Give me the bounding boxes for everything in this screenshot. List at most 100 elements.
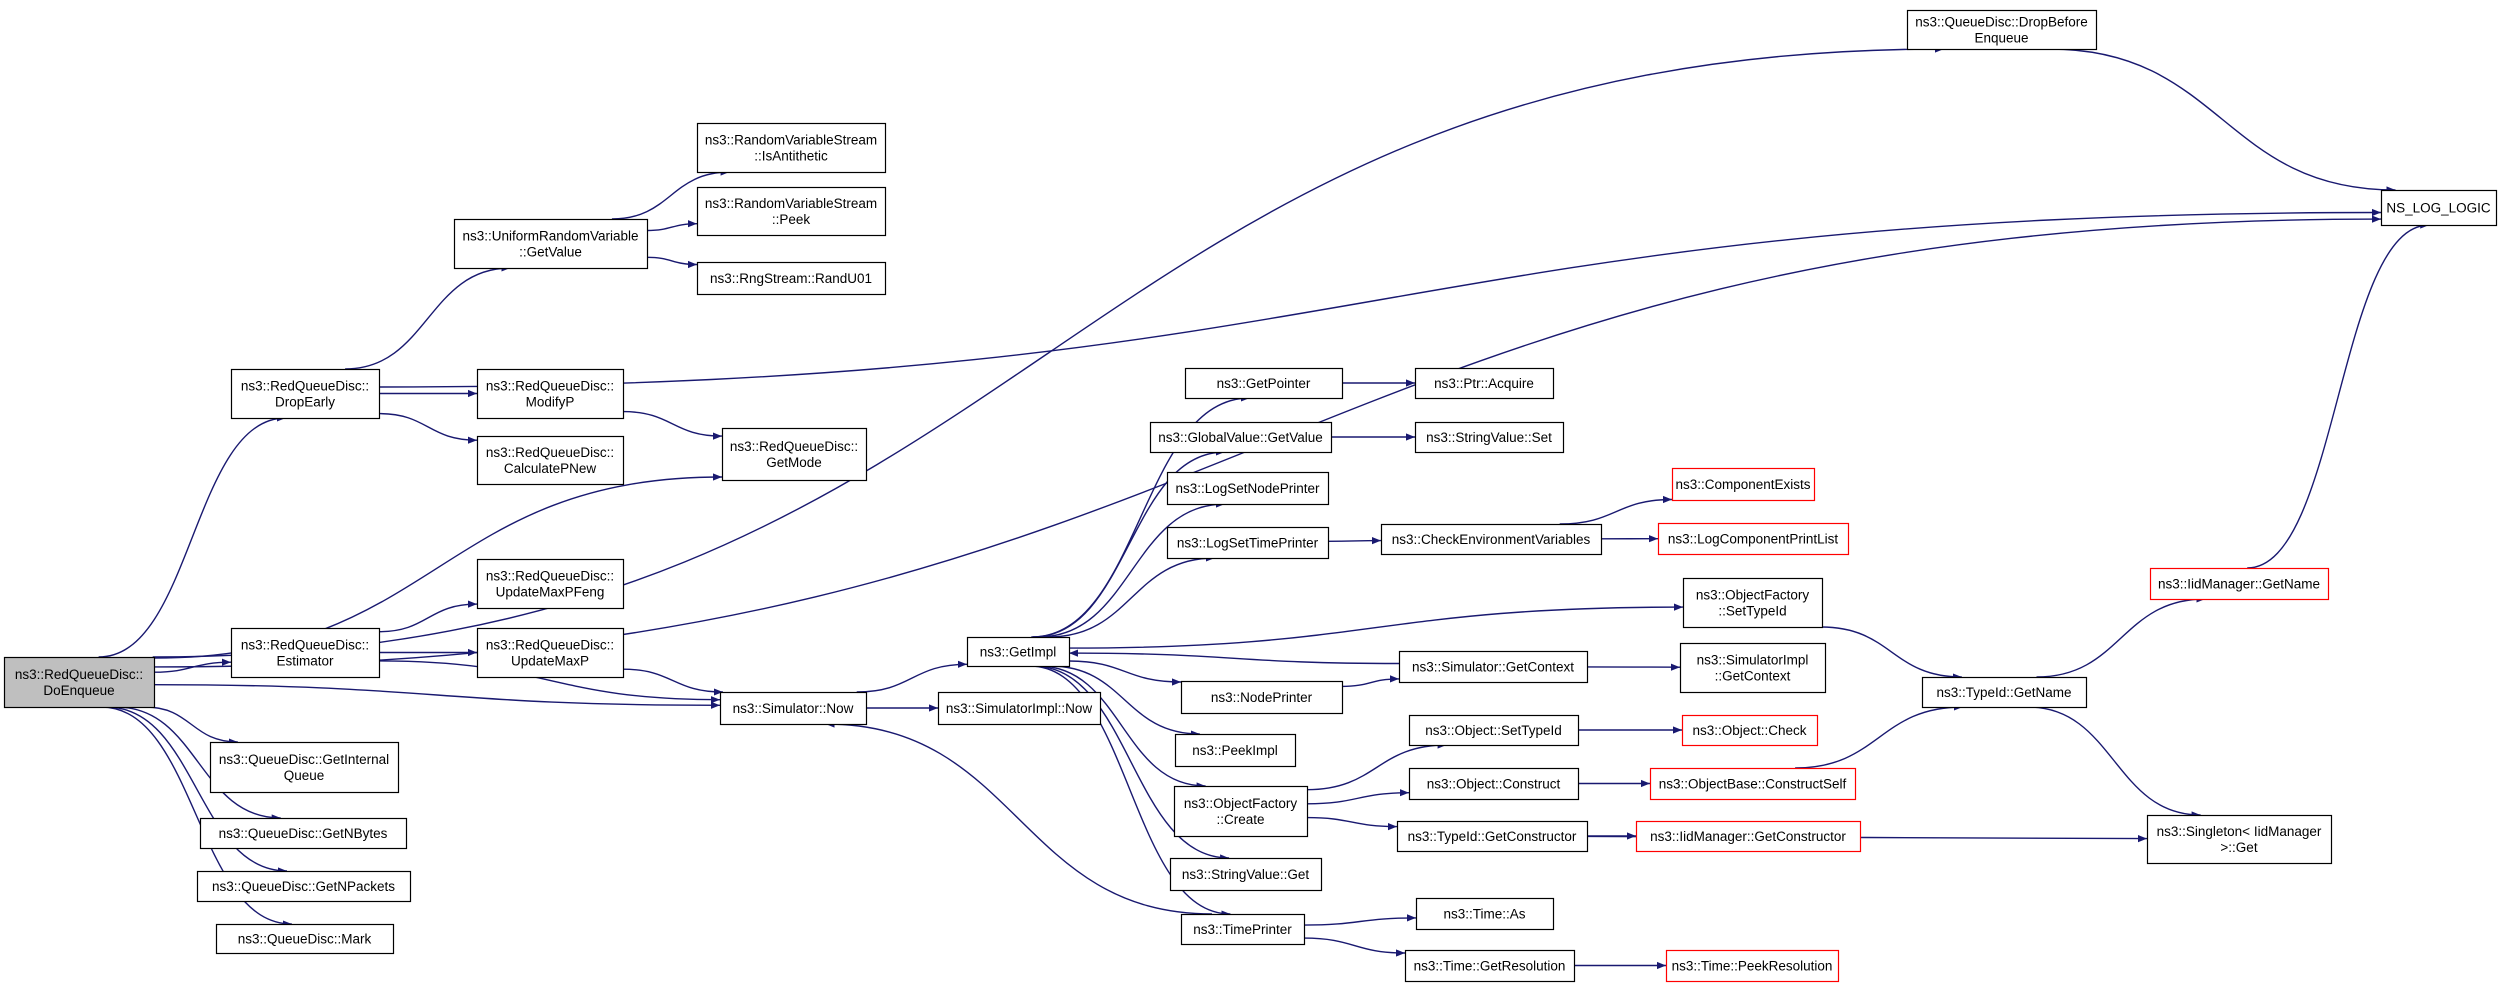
node-label-typeidgetname-0: ns3::TypeId::GetName (1936, 685, 2071, 700)
node-label-simimplnow-0: ns3::SimulatorImpl::Now (946, 701, 1093, 716)
node-lognodeprinter[interactable]: ns3::LogSetNodePrinter (1166, 471, 1330, 506)
node-typeidgetctor[interactable]: ns3::TypeId::GetConstructor (1396, 820, 1589, 853)
node-uniform[interactable]: ns3::UniformRandomVariable::GetValue (453, 218, 649, 270)
node-label-iidgetname-0: ns3::IidManager::GetName (2158, 577, 2320, 592)
node-box-objcheck (1681, 714, 1819, 747)
node-label-checkenv-0: ns3::CheckEnvironmentVariables (1392, 532, 1591, 547)
node-getmode[interactable]: ns3::RedQueueDisc::GetMode (721, 427, 868, 482)
node-typeidgetname[interactable]: ns3::TypeId::GetName (1921, 676, 2088, 709)
node-iidgetname[interactable]: ns3::IidManager::GetName (2149, 567, 2330, 601)
node-box-peekres (1665, 949, 1840, 983)
node-timegetres[interactable]: ns3::Time::GetResolution (1404, 949, 1576, 983)
node-timeas[interactable]: ns3::Time::As (1415, 897, 1555, 931)
node-label-iidgetctor-0: ns3::IidManager::GetConstructor (1650, 829, 1846, 844)
node-updatepfeng[interactable]: ns3::RedQueueDisc::UpdateMaxPFeng (476, 558, 625, 610)
node-box-typeidgetname (1921, 676, 2088, 709)
node-simnow[interactable]: ns3::Simulator::Now (719, 691, 868, 726)
node-simimplctx[interactable]: ns3::SimulatorImpl::GetContext (1679, 642, 1827, 694)
node-doenqueue[interactable]: ns3::RedQueueDisc::DoEnqueue (3, 656, 156, 709)
node-iidgetctor[interactable]: ns3::IidManager::GetConstructor (1635, 820, 1862, 853)
node-timeprinter[interactable]: ns3::TimePrinter (1180, 913, 1306, 946)
node-svget[interactable]: ns3::StringValue::Get (1169, 857, 1323, 892)
node-objcheck[interactable]: ns3::Object::Check (1681, 714, 1819, 747)
node-label-dropearly-1: DropEarly (275, 395, 335, 410)
edge-uniform-to-randu01 (646, 256, 698, 269)
node-peekres[interactable]: ns3::Time::PeekResolution (1665, 949, 1840, 983)
node-box-getnbytes (199, 817, 408, 850)
node-box-nslog (2380, 189, 2498, 227)
node-objsettypeid[interactable]: ns3::Object::SetTypeId (1408, 714, 1580, 747)
edge-modifyp-to-getmode (622, 410, 723, 440)
node-label-ofcreate-1: ::Create (1216, 812, 1264, 827)
node-box-dropbefore (1906, 9, 2098, 51)
node-constructself[interactable]: ns3::ObjectBase::ConstructSelf (1649, 767, 1857, 801)
node-objconstruct[interactable]: ns3::Object::Construct (1408, 767, 1580, 801)
node-box-simimplctx (1679, 642, 1827, 694)
node-label-singleton-1: >::Get (2220, 840, 2257, 855)
edge-ofcreate-to-objsettypeid (1306, 741, 1447, 791)
node-box-svset (1414, 421, 1565, 454)
node-calcpnew[interactable]: ns3::RedQueueDisc::CalculatePNew (476, 435, 625, 486)
node-getnpackets[interactable]: ns3::QueueDisc::GetNPackets (196, 870, 412, 903)
node-label-updatemaxp-0: ns3::RedQueueDisc:: (486, 638, 614, 653)
node-getnbytes[interactable]: ns3::QueueDisc::GetNBytes (199, 817, 408, 850)
edge-getimpl-to-ofsettypeid (1068, 603, 1684, 649)
node-simgetcontext[interactable]: ns3::Simulator::GetContext (1398, 650, 1589, 684)
node-compexists[interactable]: ns3::ComponentExists (1671, 467, 1816, 502)
node-singleton[interactable]: ns3::Singleton< IidManager >::Get (2146, 814, 2333, 865)
node-modifyp[interactable]: ns3::RedQueueDisc::ModifyP (476, 368, 625, 420)
node-label-ofsettypeid-0: ns3::ObjectFactory (1696, 588, 1810, 603)
node-dropearly[interactable]: ns3::RedQueueDisc::DropEarly (230, 368, 381, 420)
edge-doenqueue-to-simnow (153, 684, 721, 709)
node-label-isantithetic-0: ns3::RandomVariableStream (705, 133, 877, 148)
node-peek[interactable]: ns3::RandomVariableStream::Peek (696, 186, 887, 237)
node-gvgetvalue[interactable]: ns3::GlobalValue::GetValue (1149, 421, 1333, 454)
edge-uniform-to-isantithetic (611, 168, 730, 220)
node-label-getinternalq-0: ns3::QueueDisc::GetInternal (219, 752, 389, 767)
edge-simnow-to-getimpl (856, 660, 968, 693)
node-ofsettypeid[interactable]: ns3::ObjectFactory::SetTypeId (1682, 577, 1824, 629)
node-label-objsettypeid-0: ns3::Object::SetTypeId (1425, 723, 1562, 738)
node-nodeprinter[interactable]: ns3::NodePrinter (1180, 680, 1344, 715)
node-simimplnow[interactable]: ns3::SimulatorImpl::Now (937, 691, 1102, 726)
edge-doenqueue-to-dropearly (98, 414, 286, 658)
node-box-randu01 (696, 261, 887, 296)
node-label-dropbefore-1: Enqueue (1974, 31, 2028, 46)
node-getimpl[interactable]: ns3::GetImpl (966, 636, 1071, 668)
edge-timeprinter-to-simnow (825, 720, 1213, 915)
node-logcompprint[interactable]: ns3::LogComponentPrintList (1657, 522, 1850, 556)
node-box-modifyp (476, 368, 625, 420)
node-checkenv[interactable]: ns3::CheckEnvironmentVariables (1380, 523, 1603, 556)
node-box-timeas (1415, 897, 1555, 931)
edge-typeidgetname-to-iidgetname (2036, 595, 2206, 678)
node-label-simimplctx-0: ns3::SimulatorImpl (1697, 653, 1809, 668)
node-label-modifyp-0: ns3::RedQueueDisc:: (486, 379, 614, 394)
node-label-peekres-0: ns3::Time::PeekResolution (1672, 959, 1833, 974)
node-label-timegetres-0: ns3::Time::GetResolution (1414, 959, 1566, 974)
node-peekimpl[interactable]: ns3::PeekImpl (1174, 733, 1297, 768)
node-box-peekimpl (1174, 733, 1297, 768)
node-label-compexists-0: ns3::ComponentExists (1675, 477, 1810, 492)
node-updatemaxp[interactable]: ns3::RedQueueDisc::UpdateMaxP (476, 627, 625, 679)
node-label-getinternalq-1: Queue (284, 768, 325, 783)
node-nslog[interactable]: NS_LOG_LOGIC (2380, 189, 2498, 227)
node-estimator[interactable]: ns3::RedQueueDisc::Estimator (230, 627, 381, 679)
node-label-svget-0: ns3::StringValue::Get (1182, 867, 1310, 882)
edge-getimpl-to-lognodeprinter (1038, 500, 1226, 638)
node-box-isantithetic (696, 122, 887, 174)
node-getpointer[interactable]: ns3::GetPointer (1184, 367, 1344, 400)
node-label-getpointer-0: ns3::GetPointer (1217, 376, 1311, 391)
node-label-doenqueue-0: ns3::RedQueueDisc:: (15, 667, 143, 682)
node-logtimeprinter[interactable]: ns3::LogSetTimePrinter (1166, 526, 1330, 560)
node-svset[interactable]: ns3::StringValue::Set (1414, 421, 1565, 454)
node-label-simimplctx-1: ::GetContext (1715, 669, 1791, 684)
node-randu01[interactable]: ns3::RngStream::RandU01 (696, 261, 887, 296)
node-acquire[interactable]: ns3::Ptr::Acquire (1414, 367, 1555, 400)
node-ofcreate[interactable]: ns3::ObjectFactory::Create (1173, 785, 1309, 838)
node-box-updatepfeng (476, 558, 625, 610)
node-isantithetic[interactable]: ns3::RandomVariableStream::IsAntithetic (696, 122, 887, 174)
node-mark[interactable]: ns3::QueueDisc::Mark (215, 923, 395, 955)
node-label-mark-0: ns3::QueueDisc::Mark (238, 932, 372, 947)
